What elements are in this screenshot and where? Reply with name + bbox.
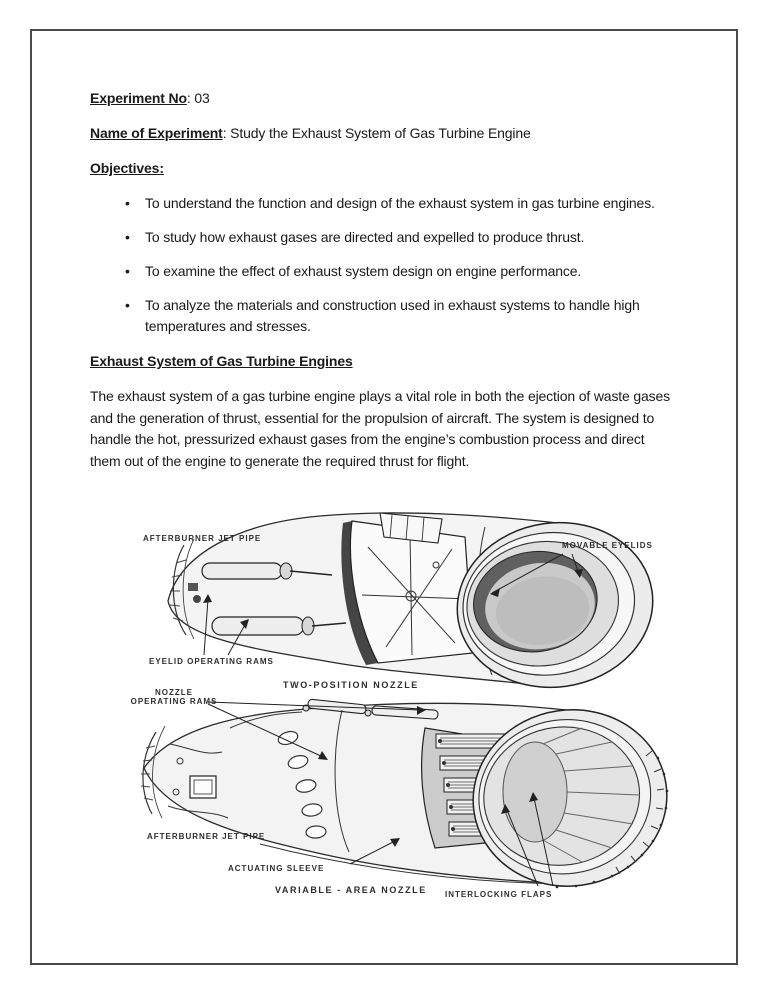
paragraph-line: and the generation of thrust, essential … [90,409,655,426]
paragraph-line: them out of the engine to generate the r… [90,452,470,469]
document-body: Experiment No: 03 Name of Experiment: St… [90,88,690,486]
intro-paragraph: The exhaust system of a gas turbine engi… [90,386,690,472]
experiment-no-value: : 03 [186,90,210,106]
experiment-name-line: Name of Experiment: Study the Exhaust Sy… [90,123,690,144]
experiment-name-value: : Study the Exhaust System of Gas Turbin… [222,125,531,141]
section-heading: Exhaust System of Gas Turbine Engines [90,353,353,369]
label-afterburner-jet-pipe: AFTERBURNER JET PIPE [147,832,266,841]
label-movable-eyelids: MOVABLE EYELIDS [562,541,653,550]
paragraph-line: handle the hot, pressurized exhaust gase… [90,431,645,447]
label-interlocking-flaps: INTERLOCKING FLAPS [445,890,553,899]
figure-two-position-nozzle: AFTERBURNER JET PIPE MOVABLE EYELIDS EYE… [140,505,665,697]
objective-item: To analyze the materials and constructio… [125,295,685,337]
objectives-heading: Objectives: [90,160,164,176]
objective-item: To study how exhaust gases are directed … [125,227,685,248]
paragraph-line: The exhaust system of a gas turbine engi… [90,388,671,404]
figure1-caption: TWO-POSITION NOZZLE [283,680,419,690]
variable-area-nozzle-drawing [140,698,669,889]
experiment-no-label: Experiment No [90,90,187,106]
label-actuating-sleeve: ACTUATING SLEEVE [228,864,325,873]
objective-item: To examine the effect of exhaust system … [125,261,685,282]
label-afterburner-jet-pipe: AFTERBURNER JET PIPE [143,534,262,543]
label-eyelid-operating-rams: EYELID OPERATING RAMS [149,657,274,666]
experiment-no-line: Experiment No: 03 [90,88,690,109]
objectives-list: To understand the function and design of… [90,193,685,337]
two-position-nozzle-drawing [167,512,654,689]
experiment-name-label: Name of Experiment [90,125,223,141]
objective-item: To understand the function and design of… [125,193,685,214]
figure2-caption: VARIABLE - AREA NOZZLE [275,885,427,895]
